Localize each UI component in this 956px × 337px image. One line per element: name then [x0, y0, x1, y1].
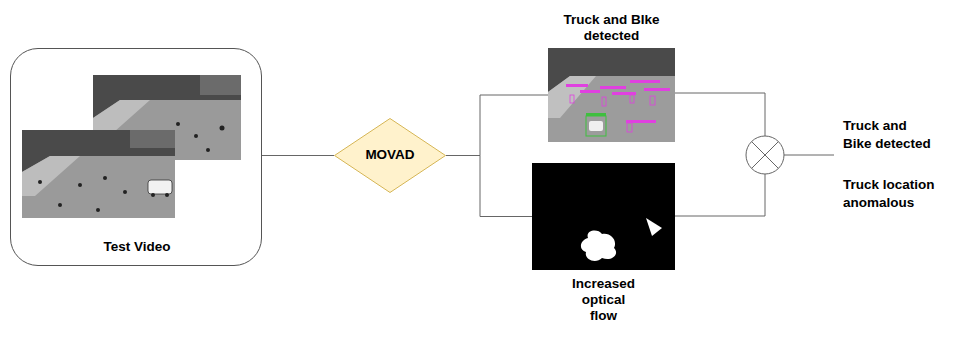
- result-text: Truck and Bike detected: [843, 117, 938, 152]
- node-text: Truck and BIke detected: [554, 12, 669, 44]
- node-text: MOVAD: [342, 147, 438, 163]
- combine-wires: [675, 93, 834, 216]
- video-frame: [22, 130, 175, 218]
- node-text: Test Video: [19, 239, 255, 255]
- result-text: Truck location anomalous: [843, 176, 953, 211]
- video-box: Test Video: [10, 48, 262, 266]
- node-text: Increased optical flow: [568, 276, 640, 325]
- connector: [446, 95, 548, 156]
- connector: [446, 156, 532, 217]
- multiply-symbol: [746, 136, 784, 174]
- flow-output: Increased optical flow: [532, 163, 675, 270]
- connector: [262, 155, 334, 156]
- detection-image: [548, 48, 675, 142]
- optical-flow-image: [532, 163, 675, 270]
- detection-output: Truck and BIke detected: [548, 48, 675, 142]
- decision-diamond: MOVAD: [334, 118, 446, 193]
